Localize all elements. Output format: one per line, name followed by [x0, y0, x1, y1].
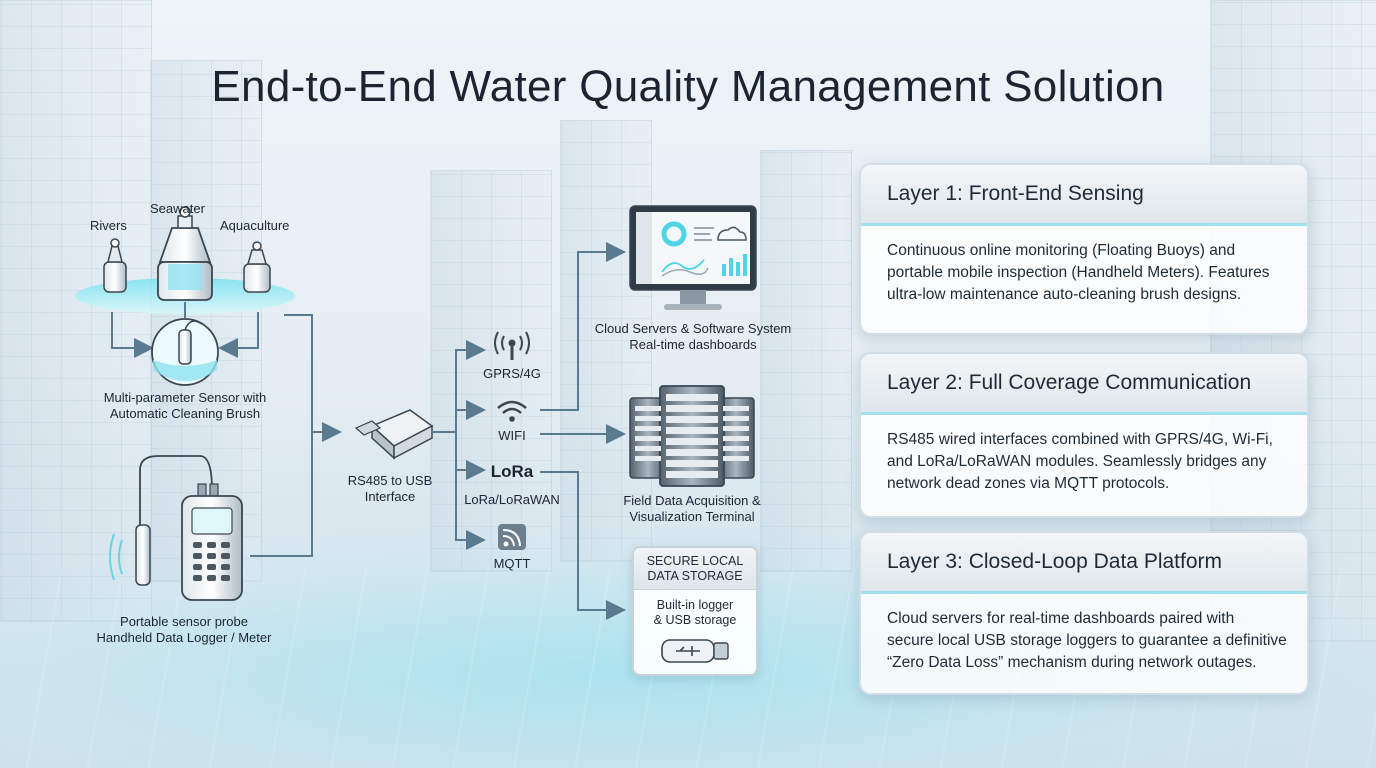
label-lora: LoRa/LoRaWAN	[464, 492, 560, 507]
layer-card-3: Layer 3: Closed-Loop Data Platform Cloud…	[859, 531, 1309, 695]
layer-1-description: Continuous online monitoring (Floating B…	[887, 242, 1270, 303]
storage-description: Built-in logger & USB storage	[653, 598, 737, 627]
handheld-meter-icon	[109, 455, 243, 601]
label-cloud-servers: Cloud Servers & Software System Real-tim…	[594, 321, 792, 352]
label-multiparameter-sensor: Multi-parameter Sensor with Automatic Cl…	[103, 390, 267, 421]
page-title: End-to-End Water Quality Management Solu…	[211, 62, 1165, 111]
layer-2-description: RS485 wired interfaces combined with GPR…	[887, 431, 1273, 492]
label-wifi: WIFI	[498, 428, 526, 443]
layer-3-description: Cloud servers for real-time dashboards p…	[887, 610, 1287, 671]
label-rs485-interface: RS485 to USB Interface	[347, 473, 433, 504]
gprs-antenna-icon	[494, 331, 530, 360]
label-aquaculture: Aquaculture	[220, 218, 290, 233]
label-mqtt: MQTT	[493, 556, 531, 571]
label-field-terminal: Field Data Acquisition & Visualization T…	[623, 493, 761, 524]
label-gprs: GPRS/4G	[483, 366, 541, 381]
seawater-buoy-icon	[157, 206, 213, 301]
layer-2-title: Layer 2: Full Coverage Communication	[861, 354, 1307, 415]
usb-drive-icon	[661, 639, 729, 663]
rs485-usb-interface-icon	[354, 409, 434, 460]
server-rack-icon	[629, 385, 755, 487]
secure-storage-card: SECURE LOCAL DATA STORAGE Built-in logge…	[632, 546, 758, 676]
multiparameter-sensor-icon	[151, 318, 219, 386]
river-buoy-icon	[103, 238, 127, 293]
layer-card-2: Layer 2: Full Coverage Communication RS4…	[859, 352, 1309, 518]
label-portable-probe: Portable sensor probe Handheld Data Logg…	[96, 614, 272, 645]
storage-heading: SECURE LOCAL DATA STORAGE	[634, 548, 756, 590]
layer-3-title: Layer 3: Closed-Loop Data Platform	[861, 533, 1307, 594]
aquaculture-buoy-icon	[243, 241, 271, 293]
lora-logo: LoRa	[490, 462, 534, 481]
mqtt-icon	[498, 524, 526, 550]
layer-card-1: Layer 1: Front-End Sensing Continuous on…	[859, 163, 1309, 335]
wifi-icon	[497, 400, 527, 422]
label-rivers: Rivers	[90, 218, 127, 233]
label-seawater: Seawater	[150, 201, 205, 216]
layer-1-title: Layer 1: Front-End Sensing	[861, 165, 1307, 226]
cloud-dashboard-monitor-icon	[629, 205, 757, 310]
